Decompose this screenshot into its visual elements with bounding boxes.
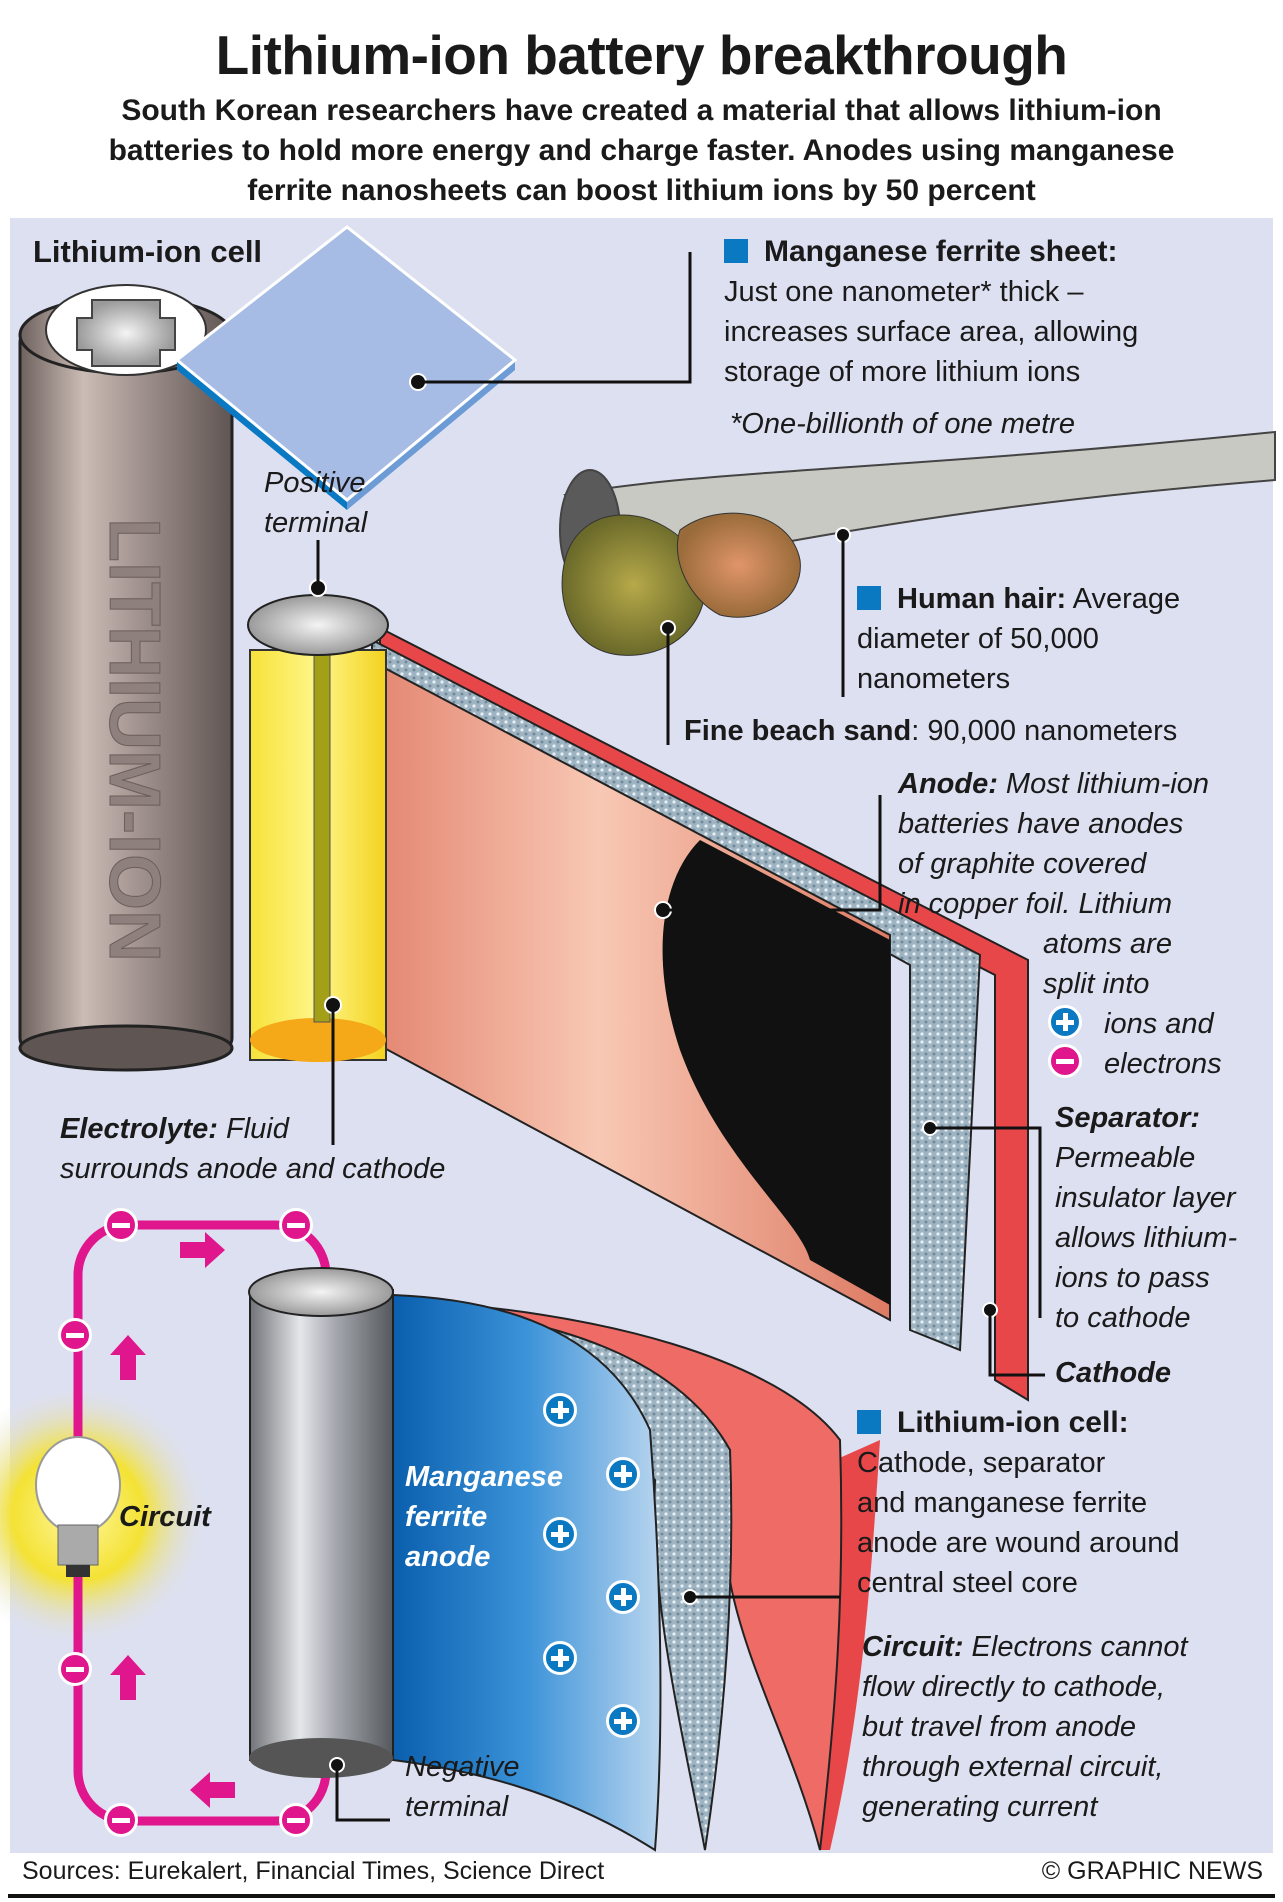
cell-heading: Lithium-ion cell (33, 234, 263, 269)
electrolyte-title: Electrolyte: (60, 1113, 218, 1145)
callout-line: and manganese ferrite (857, 1487, 1148, 1519)
electron-minus-icon (104, 1803, 138, 1837)
callout-line: central steel core (857, 1567, 1078, 1599)
callout-line: Electrons cannot (963, 1631, 1188, 1663)
sand-text: : 90,000 nanometers (911, 715, 1178, 747)
circuit-title: Circuit: (862, 1631, 964, 1663)
cathode-label: Cathode (1055, 1357, 1171, 1389)
bullet-square-icon (857, 1410, 881, 1434)
ion-plus-icon (606, 1457, 640, 1491)
manganese-title: Manganese ferrite sheet: (764, 235, 1118, 268)
callout-line: nanometers (857, 663, 1011, 695)
label-line: anode (405, 1541, 491, 1573)
callout-line: but travel from anode (862, 1711, 1137, 1743)
footnote: *One-billionth of one metre (730, 408, 1075, 440)
human-hair-and-sand (559, 430, 1276, 745)
hair-callout: Human hair: Average diameter of 50,000 n… (857, 579, 1180, 699)
electron-minus-icon (1048, 1044, 1082, 1078)
cell-brand-label: LITHIUM-ION (94, 518, 174, 962)
callout-line: electrons (1104, 1048, 1222, 1080)
subtitle: South Korean researchers have created a … (20, 91, 1263, 211)
subtitle-line: batteries to hold more energy and charge… (108, 134, 1175, 167)
callout-line: anode are wound around (857, 1527, 1180, 1559)
callout-line: Most lithium-ion (997, 768, 1209, 800)
arrow-up-icon (110, 1335, 146, 1380)
callout-line: storage of more lithium ions (724, 356, 1081, 388)
external-circuit (0, 1220, 331, 1826)
callout-line: allows lithium- (1055, 1222, 1238, 1254)
callout-line: split into (1043, 968, 1150, 1000)
arrow-left-icon (190, 1772, 235, 1808)
callout-line: generating current (862, 1791, 1098, 1823)
anode-label: Manganese ferrite anode (405, 1457, 563, 1577)
anode-title: Anode: (898, 768, 998, 800)
arrow-right-icon (180, 1232, 225, 1268)
callout-line: Cathode, separator (857, 1447, 1106, 1479)
callout-line: ions to pass (1055, 1262, 1210, 1294)
callout-line: Average (1066, 583, 1181, 615)
circuit-callout: Circuit: Electrons cannot flow directly … (862, 1627, 1188, 1827)
label-line: Positive (264, 467, 366, 499)
footer-sources: Sources: Eurekalert, Financial Times, Sc… (22, 1857, 605, 1885)
page-title: Lithium-ion battery breakthrough (215, 24, 1068, 86)
cell-callout-title: Lithium-ion cell: (897, 1406, 1129, 1439)
callout-line: ions and (1104, 1008, 1214, 1040)
footer-divider (8, 1894, 1275, 1898)
callout-line: batteries have anodes (898, 808, 1184, 840)
callout-line: diameter of 50,000 (857, 623, 1099, 655)
label-line: Manganese (405, 1461, 563, 1493)
manganese-ferrite-sheet (174, 225, 692, 510)
footer-copyright: © GRAPHIC NEWS (1041, 1857, 1263, 1885)
negative-terminal-label: Negative terminal (405, 1747, 519, 1827)
label-line: ferrite (405, 1501, 488, 1533)
ion-plus-icon (1048, 1005, 1082, 1039)
circuit-label: Circuit (119, 1501, 211, 1533)
label-line: Negative (405, 1751, 520, 1783)
callout-line: through external circuit, (862, 1751, 1164, 1783)
callout-line: Permeable (1055, 1142, 1196, 1174)
wound-cell (248, 1267, 880, 1852)
callout-line: in copper foil. Lithium (898, 888, 1173, 920)
sand-callout: Fine beach sand: 90,000 nanometers (684, 711, 1177, 751)
electron-minus-icon (279, 1803, 313, 1837)
electron-minus-icon (58, 1318, 92, 1352)
electron-minus-icon (279, 1208, 313, 1242)
bullet-square-icon (857, 586, 881, 610)
electrolyte-cell (247, 540, 389, 1145)
battery-cell-illustration (18, 284, 234, 1072)
anode-callout: Anode: Most lithium-ion batteries have a… (898, 764, 1222, 1084)
subtitle-line: ferrite nanosheets can boost lithium ion… (247, 174, 1036, 207)
ion-plus-icon (543, 1641, 577, 1675)
callout-line: surrounds anode and cathode (60, 1153, 446, 1185)
callout-line: flow directly to cathode, (862, 1671, 1166, 1703)
ion-plus-icon (606, 1580, 640, 1614)
callout-line: increases surface area, allowing (724, 316, 1139, 348)
ion-plus-icon (543, 1393, 577, 1427)
ion-plus-icon (606, 1704, 640, 1738)
ion-plus-icon (543, 1517, 577, 1551)
callout-line: atoms are (1043, 928, 1172, 960)
sand-title: Fine beach sand (684, 715, 912, 747)
electron-minus-icon (58, 1652, 92, 1686)
callout-line: Just one nanometer* thick – (724, 276, 1084, 308)
separator-callout: Separator: Permeable insulator layer all… (1055, 1098, 1237, 1338)
manganese-callout: Manganese ferrite sheet: Just one nanome… (724, 232, 1138, 444)
hair-title: Human hair: (897, 583, 1067, 615)
cell-callout: Lithium-ion cell: Cathode, separator and… (857, 1403, 1179, 1603)
callout-line: Fluid (217, 1113, 289, 1145)
callout-line: to cathode (1055, 1302, 1191, 1334)
callout-line: insulator layer (1055, 1182, 1236, 1214)
callout-line: of graphite covered (898, 848, 1147, 880)
bullet-square-icon (724, 239, 748, 263)
separator-title: Separator: (1055, 1102, 1201, 1134)
electrolyte-callout: Electrolyte: Fluid surrounds anode and c… (60, 1109, 445, 1189)
label-line: terminal (264, 507, 368, 539)
arrow-up-icon (110, 1655, 146, 1700)
positive-terminal-label: Positive terminal (264, 463, 367, 543)
light-bulb-icon (35, 1436, 121, 1577)
label-line: terminal (405, 1791, 509, 1823)
subtitle-line: South Korean researchers have created a … (121, 94, 1162, 127)
electron-minus-icon (104, 1208, 138, 1242)
